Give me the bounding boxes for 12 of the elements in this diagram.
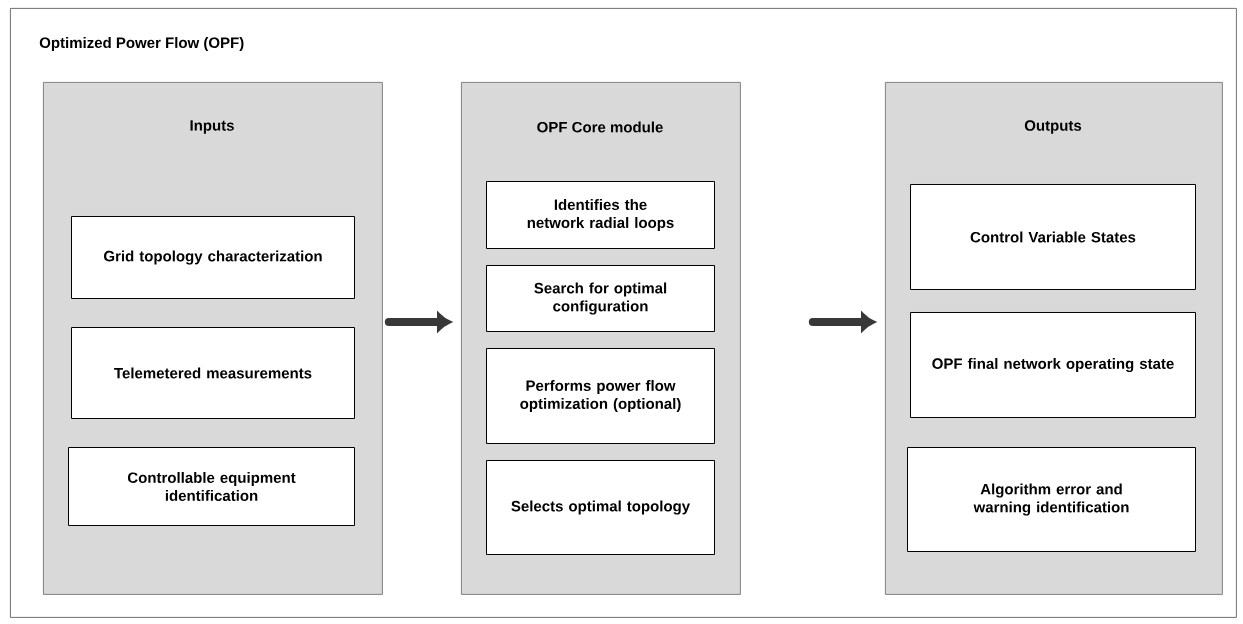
process-box: Control Variable States (910, 184, 1196, 290)
process-box: Telemetered measurements (71, 327, 355, 419)
process-box: Grid topology characterization (71, 216, 355, 299)
process-box: Performs power flow optimization (optional) (486, 348, 715, 444)
arrow (384, 312, 452, 332)
process-box: Selects optimal topology (486, 460, 715, 555)
process-box: OPF final network operating state (910, 312, 1196, 418)
process-box: Algorithm error and warning identification (907, 447, 1196, 552)
process-box: Controllable equipment identification (68, 447, 355, 526)
arrow (808, 312, 876, 332)
process-box: Identifies the network radial loops (486, 181, 715, 249)
process-box: Search for optimal configuration (486, 265, 715, 332)
